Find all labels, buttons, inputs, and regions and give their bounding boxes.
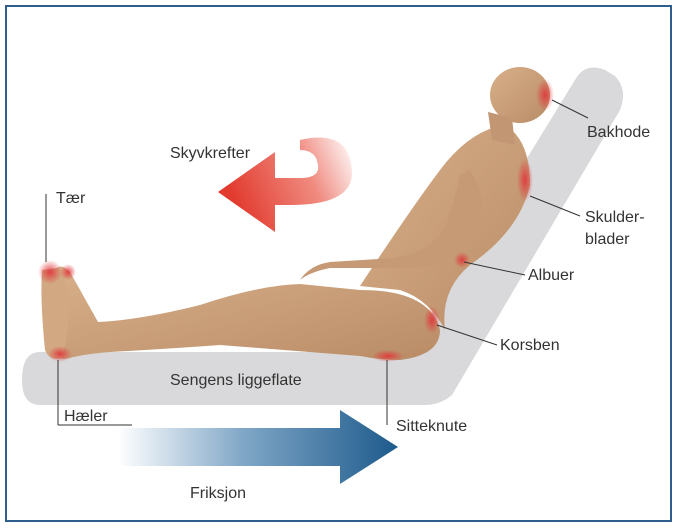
hotspot-shoulders [517, 158, 533, 202]
label-friction: Friksjon [190, 485, 246, 502]
hotspot-toes-2 [60, 264, 76, 280]
label-bed-surface: Sengens liggeflate [170, 372, 302, 389]
label-back-of-head: Bakhode [587, 124, 650, 141]
label-sacrum: Korsben [500, 337, 560, 354]
label-shoulder-blades-1: Skulder- [585, 209, 645, 226]
hotspot-head [536, 79, 554, 111]
label-ischial: Sitteknute [396, 418, 467, 435]
hotspot-toes [38, 260, 62, 284]
label-elbows: Albuer [528, 267, 575, 284]
hotspot-ischial [372, 350, 404, 362]
label-shear-forces: Skyvkrefter [170, 145, 251, 162]
label-toes: Tær [56, 190, 86, 207]
label-heels: Hæler [64, 408, 108, 425]
friction-arrow [118, 410, 398, 484]
hotspot-heels [48, 346, 72, 362]
hotspot-sacrum [424, 306, 440, 334]
label-shoulder-blades-2: blader [585, 231, 630, 248]
hotspot-elbows [454, 252, 470, 268]
